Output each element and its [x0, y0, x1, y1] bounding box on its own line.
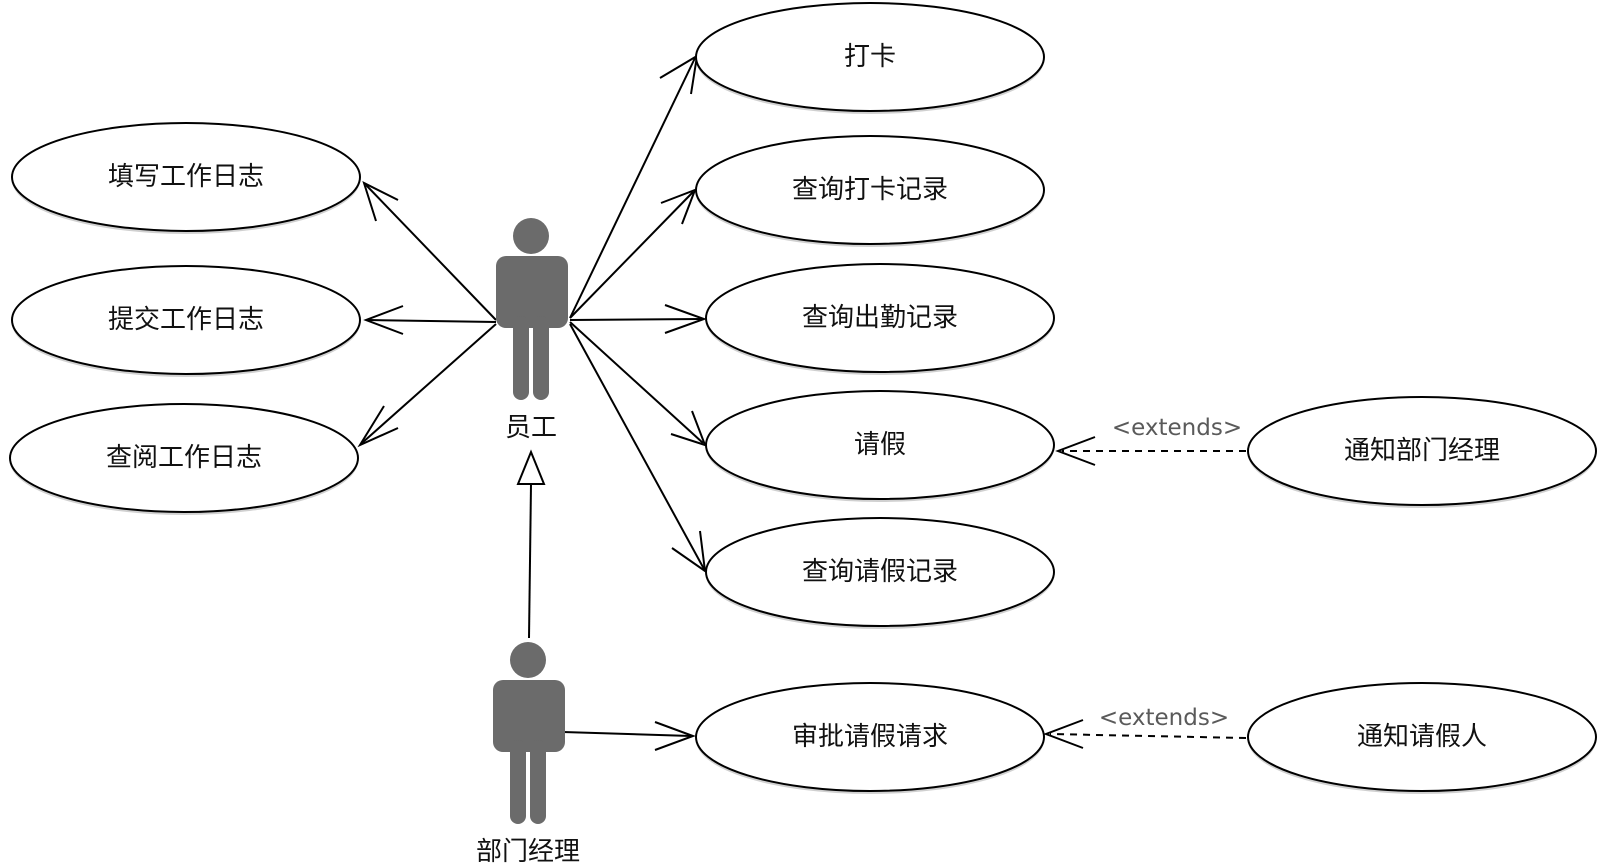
assoc-employee-query-clock: [569, 188, 697, 319]
use-case-label: 查询请假记录: [802, 557, 958, 587]
use-case-label: 审批请假请求: [792, 722, 948, 752]
actor-employee[interactable]: 员工: [496, 218, 568, 443]
extend-notify-applicant-to-approve: [1043, 719, 1247, 749]
use-case-notify-applicant[interactable]: 通知请假人: [1247, 682, 1597, 794]
extends-label: <extends>: [1112, 415, 1242, 441]
use-case-submit-log[interactable]: 提交工作日志: [11, 265, 361, 377]
use-case-approve-leave[interactable]: 审批请假请求: [695, 682, 1045, 794]
use-case-label: 填写工作日志: [108, 162, 264, 192]
use-case-label: 提交工作日志: [108, 305, 264, 335]
actor-label: 员工: [505, 413, 557, 443]
assoc-manager-approve-leave: [562, 721, 696, 751]
assoc-employee-view-log: [357, 323, 497, 448]
use-case-label: 请假: [854, 430, 906, 460]
generalization-manager-employee: [516, 449, 546, 639]
use-case-label: 通知请假人: [1357, 722, 1487, 752]
use-case-label: 通知部门经理: [1344, 436, 1500, 466]
use-case-label: 查询出勤记录: [802, 303, 958, 333]
use-case-query-clock[interactable]: 查询打卡记录: [695, 135, 1045, 247]
actor-manager[interactable]: 部门经理: [476, 642, 580, 867]
use-case-query-leave[interactable]: 查询请假记录: [705, 517, 1055, 629]
extend-notify-manager-to-leave: [1055, 436, 1246, 466]
use-case-query-attendance[interactable]: 查询出勤记录: [705, 263, 1055, 375]
use-case-label: 查阅工作日志: [106, 443, 262, 473]
use-case-fill-log[interactable]: 填写工作日志: [11, 122, 361, 234]
assoc-employee-clock-in: [569, 54, 699, 319]
assoc-employee-submit-log: [363, 305, 497, 335]
person-icon: [496, 218, 568, 400]
use-case-leave[interactable]: 请假: [705, 390, 1055, 502]
assoc-employee-leave: [569, 321, 707, 447]
actor-label: 部门经理: [476, 837, 580, 867]
person-icon: [493, 642, 565, 824]
use-case-label: 查询打卡记录: [792, 175, 948, 205]
assoc-employee-fill-log: [362, 181, 497, 321]
use-case-notify-manager[interactable]: 通知部门经理: [1247, 396, 1597, 508]
use-case-view-log[interactable]: 查阅工作日志: [9, 403, 359, 515]
assoc-employee-query-attendance: [569, 304, 707, 334]
assoc-employee-query-leave: [569, 323, 707, 574]
use-case-label: 打卡: [844, 42, 896, 72]
use-case-clock-in[interactable]: 打卡: [695, 2, 1045, 114]
extends-label: <extends>: [1099, 705, 1229, 731]
